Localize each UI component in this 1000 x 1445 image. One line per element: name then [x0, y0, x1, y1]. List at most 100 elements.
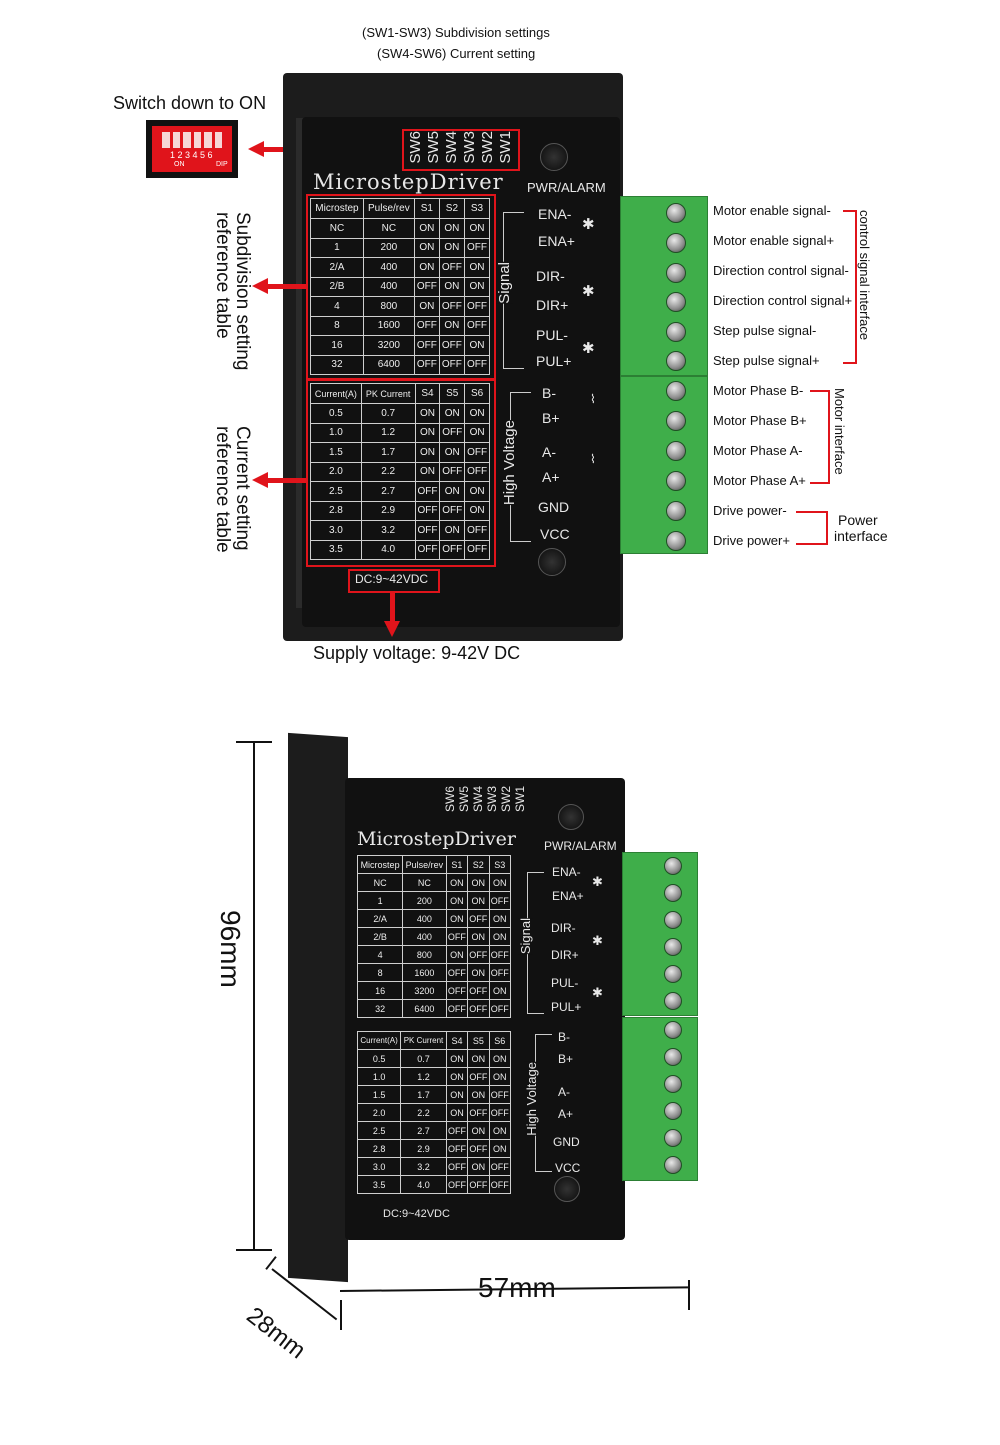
coil-icon: ⌇ — [590, 452, 596, 466]
col-header: S4 — [414, 383, 441, 404]
terminal-screw — [664, 938, 682, 956]
terminal-screw — [664, 1156, 682, 1174]
driver-housing-side — [288, 732, 348, 1283]
pin-label: GND — [553, 1135, 580, 1149]
terminal-screw — [666, 292, 686, 312]
sw-labels-bottom: SW6 SW5 SW4 SW3 SW2 SW1 — [443, 786, 527, 813]
col-header: PK Current — [360, 383, 416, 404]
terminal-screw — [664, 884, 682, 902]
pin-label: PUL- — [551, 976, 579, 990]
high-voltage-label: High Voltage — [501, 420, 518, 506]
terminal-block-signal-bottom — [622, 852, 698, 1016]
terminal-screw — [664, 1021, 682, 1039]
dip-switch: 1 2 3 4 5 6 ON DIP — [146, 120, 238, 178]
terminal-screw — [664, 857, 682, 875]
col-header: S3 — [463, 198, 491, 219]
terminal-screw — [666, 322, 686, 342]
sw6-label: SW6 — [407, 131, 424, 164]
dip-numbers: 1 2 3 4 5 6 — [170, 150, 213, 160]
pin-label: ENA- — [552, 865, 581, 879]
terminal-screw — [664, 1129, 682, 1147]
terminal-block-signal — [620, 196, 708, 376]
terminal-screw — [666, 411, 686, 431]
terminal-screw — [666, 233, 686, 253]
led-icon: ✱ — [582, 340, 595, 357]
screw-top-bottom — [558, 804, 584, 830]
terminal-screw — [666, 203, 686, 223]
col-header: S5 — [439, 383, 466, 404]
current-caption: Current setting reference table — [212, 426, 253, 553]
terminal-label: Motor enable signal- — [713, 203, 831, 218]
col-header: Microstep — [310, 198, 364, 219]
sw-caption-subdivision: (SW1-SW3) Subdivision settings — [362, 25, 550, 40]
led-icon: ✱ — [582, 283, 595, 300]
pin-label: A+ — [558, 1107, 574, 1121]
dim-height: 96mm — [215, 910, 246, 988]
col-header: S2 — [438, 198, 465, 219]
sw-labels: SW6 SW5 SW4 SW3 SW2 SW1 — [407, 131, 514, 164]
sw5-label: SW5 — [425, 131, 442, 164]
pin-label: B- — [558, 1030, 570, 1044]
terminal-screw — [664, 992, 682, 1010]
arrow-to-dip-head — [248, 141, 264, 157]
screw-bottom-bottom — [554, 1176, 580, 1202]
col-header: Pulse/rev — [362, 198, 415, 219]
subdivision-caption: Subdivision setting reference table — [212, 212, 253, 371]
led-icon: ✱ — [592, 933, 603, 948]
terminal-screw — [664, 1075, 682, 1093]
terminal-label: Step pulse signal+ — [713, 353, 820, 368]
pin-dir-plus: DIR+ — [536, 297, 569, 313]
pwr-alarm-label: PWR/ALARM — [527, 180, 606, 195]
sw4-label: SW4 — [443, 131, 460, 164]
terminal-screw — [666, 531, 686, 551]
terminal-label: Motor Phase A- — [713, 443, 803, 458]
terminal-screw — [666, 263, 686, 283]
pin-label: A- — [558, 1085, 570, 1099]
pin-label: VCC — [555, 1161, 581, 1175]
terminal-label: Motor Phase A+ — [713, 473, 806, 488]
terminal-label: Motor enable signal+ — [713, 233, 835, 248]
group-power-label-2: interface — [834, 528, 888, 544]
pin-label: PUL+ — [551, 1000, 582, 1014]
pin-ena-minus: ENA- — [538, 206, 572, 222]
terminal-screw — [666, 381, 686, 401]
pin-pul-minus: PUL- — [536, 327, 568, 343]
dim-width: 57mm — [478, 1272, 556, 1303]
screw-bottom — [538, 548, 566, 576]
terminal-block-power — [620, 376, 708, 554]
pin-a-minus: A- — [542, 444, 556, 460]
pin-ena-plus: ENA+ — [538, 233, 575, 249]
terminal-screw — [664, 965, 682, 983]
col-header: S6 — [464, 383, 490, 404]
group-control-label: control signal interface — [857, 210, 872, 341]
pin-label: DIR- — [551, 921, 576, 935]
current-table-frame — [306, 379, 496, 567]
dc-label: DC:9~42VDC — [355, 572, 429, 586]
dim-depth: 28mm — [241, 1302, 311, 1365]
terminal-label: Step pulse signal- — [713, 323, 817, 338]
dc-label-box — [348, 569, 440, 593]
screw-top — [540, 143, 568, 171]
pin-b-minus: B- — [542, 385, 556, 401]
pin-a-plus: A+ — [542, 469, 560, 485]
driver-title: MicrostepDriver — [313, 170, 504, 194]
terminal-screw — [664, 1048, 682, 1066]
